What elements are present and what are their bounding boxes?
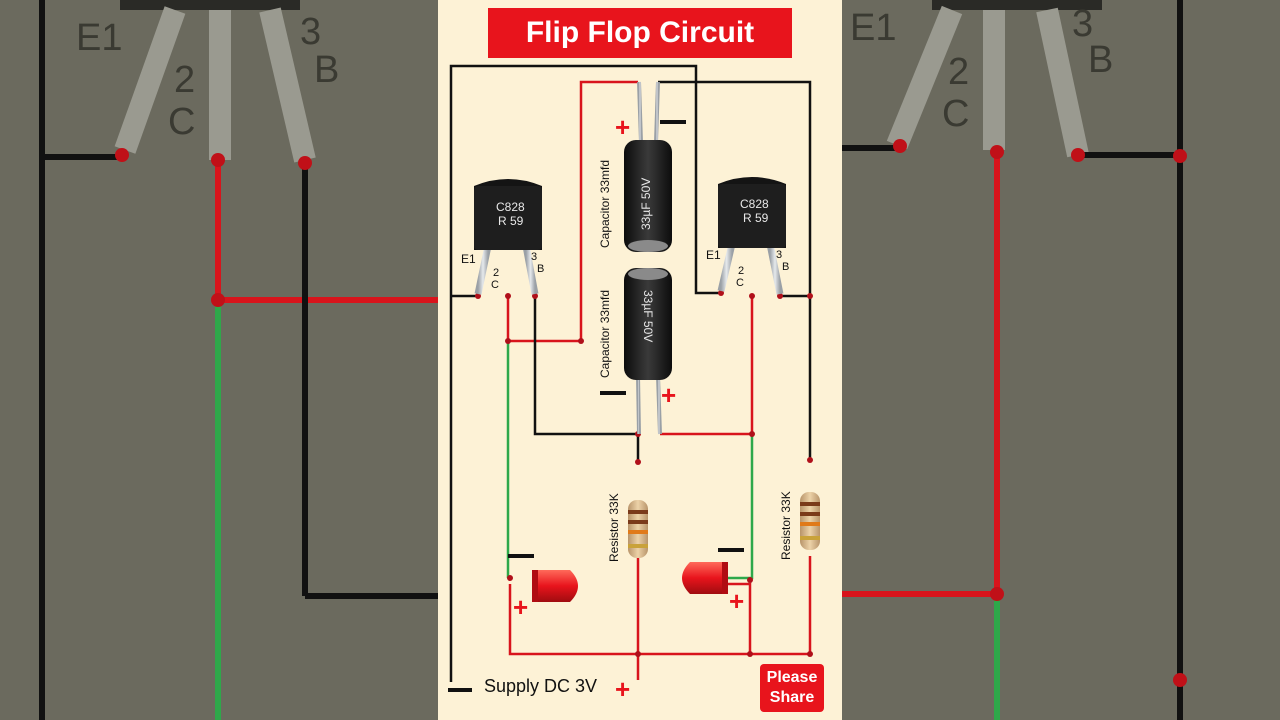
- resistor-right: Resistor 33K: [779, 460, 820, 560]
- resistor-left-label: Resistor 33K: [607, 493, 621, 562]
- background-zoom-right: E1 2 C 3 B: [842, 0, 1280, 720]
- capacitor-top: 33µF 50V Capacitor 33mfd +: [598, 81, 686, 252]
- led-left: +: [508, 554, 578, 622]
- supply-label: Supply DC 3V: [484, 676, 597, 696]
- bg-left-pin-b: B: [314, 49, 339, 91]
- led-left-minus: [508, 554, 534, 558]
- led-left-plus: +: [513, 592, 528, 622]
- capacitor-top-minus: [660, 120, 686, 124]
- transistor-left-pin-c: C: [491, 279, 499, 291]
- title-banner: Flip Flop Circuit: [488, 8, 792, 58]
- wire-black-outer-left: [449, 64, 721, 682]
- transistor-left-pin-e: E1: [461, 252, 476, 266]
- page-title: Flip Flop Circuit: [525, 16, 755, 49]
- bg-right-pin-b: B: [1088, 39, 1113, 81]
- wire-green-right-led: [728, 436, 754, 580]
- transistor-right-pin-c-num: 2: [738, 265, 744, 277]
- resistor-left: Resistor 33K: [607, 462, 648, 562]
- transistor-right-pin-b: B: [782, 261, 789, 273]
- transistor-left-marking-2: R 59: [498, 214, 524, 228]
- transistor-right-pin-b-num: 3: [776, 249, 782, 261]
- led-right-minus: [718, 548, 744, 552]
- supply-plus: +: [615, 674, 630, 704]
- bg-left-pin-c: C: [168, 101, 195, 143]
- transistor-right: C828 R 59 E1 2 C 3 B: [706, 177, 789, 296]
- wire-red-right-collector: [660, 296, 754, 436]
- resistor-right-label: Resistor 33K: [779, 491, 793, 560]
- capacitor-bottom-body-text: 33µF 50V: [641, 290, 655, 342]
- bg-right-pin-c-num: 2: [948, 51, 969, 93]
- transistor-right-marking-2: R 59: [743, 211, 769, 225]
- capacitor-top-plus: +: [615, 112, 630, 142]
- bg-right-pin-c: C: [942, 93, 969, 135]
- background-zoom-left-drawing: E1 2 C 3 B: [39, 0, 438, 720]
- bg-right-pin-b-num: 3: [1072, 3, 1093, 45]
- power-supply: Supply DC 3V +: [448, 674, 630, 704]
- circuit-diagram: C828 R 59 E1 2 C 3 B C828 R 59 E1 2 C 3 …: [448, 64, 820, 704]
- capacitor-top-body-text: 33µF 50V: [639, 178, 653, 230]
- supply-minus: [448, 688, 472, 692]
- transistor-left-pin-b-num: 3: [531, 251, 537, 263]
- transistor-left: C828 R 59 E1 2 C 3 B: [461, 179, 544, 296]
- led-right: +: [682, 548, 752, 616]
- share-line-2: Share: [769, 689, 815, 706]
- capacitor-bottom: 33µF 50V Capacitor 33mfd +: [598, 268, 676, 435]
- background-zoom-left: E1 2 C 3 B: [0, 0, 438, 720]
- background-zoom-right-drawing: E1 2 C 3 B: [842, 0, 1187, 720]
- wire-black-left-base: [533, 296, 640, 460]
- wire-red-supply-bus: [508, 584, 810, 656]
- capacitor-bottom-label: Capacitor 33mfd: [598, 290, 612, 378]
- transistor-left-pin-c-num: 2: [493, 267, 499, 279]
- wire-black-top-right: [658, 80, 812, 460]
- capacitor-bottom-plus: +: [661, 380, 676, 410]
- bg-left-pin-b-num: 3: [300, 11, 321, 53]
- bg-right-pin-e: E1: [850, 7, 896, 49]
- please-share-button[interactable]: Please Share: [760, 664, 824, 712]
- circuit-diagram-panel: C828 R 59 E1 2 C 3 B C828 R 59 E1 2 C 3 …: [438, 0, 842, 720]
- led-right-plus: +: [729, 586, 744, 616]
- bg-left-pin-e: E1: [76, 17, 122, 59]
- transistor-left-pin-b: B: [537, 263, 544, 275]
- transistor-right-marking-1: C828: [740, 197, 769, 211]
- capacitor-bottom-minus: [600, 391, 626, 395]
- bg-left-pin-c-num: 2: [174, 59, 195, 101]
- share-line-1: Please: [766, 669, 818, 686]
- transistor-right-pin-c: C: [736, 277, 744, 289]
- capacitor-top-label: Capacitor 33mfd: [598, 160, 612, 248]
- transistor-left-marking-1: C828: [496, 200, 525, 214]
- transistor-right-pin-e: E1: [706, 248, 721, 262]
